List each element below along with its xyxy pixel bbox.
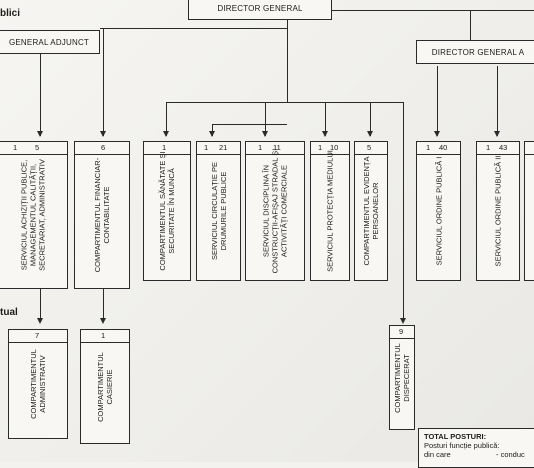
totals-line1: Posturi funcție publică: (424, 441, 500, 450)
section-label-mid: tual (0, 307, 18, 318)
connector (103, 288, 104, 322)
dept-box-evidenta[interactable]: 5 COMPARTIMENTUL EVIDENȚA PERSOANELOR (354, 141, 388, 281)
dept-label: COMPARTIMENTUL CASIERIE (96, 351, 114, 422)
dept-label: COMPARTIMENTUL DISPECERAT (393, 342, 411, 413)
connector (325, 102, 326, 136)
connector (40, 288, 41, 322)
connector (166, 102, 404, 103)
dept-box-circulatie[interactable]: 1 21 SERVICIUL CIRCULAȚIE PE DRUMURILE P… (196, 141, 241, 281)
dept-label: COMPARTIMENTUL EVIDENȚA PERSOANELOR (362, 156, 380, 266)
arrow-icon (494, 131, 500, 137)
arrow-icon (209, 131, 215, 137)
arrow-icon (262, 131, 268, 137)
dept-box-ordine-publica-2[interactable]: 1 43 SERVICIUL ORDINE PUBLICĂ II (476, 141, 520, 281)
totals-box: TOTAL POSTURI: Posturi funcție publică: … (418, 428, 534, 468)
dept-box-ordine-publica-1[interactable]: 1 40 SERVICIUL ORDINE PUBLICĂ I (416, 141, 461, 281)
dept-header: 7 (9, 330, 67, 343)
connector (212, 124, 287, 125)
dept-header (525, 142, 534, 155)
dept-header: 1 10 (311, 142, 349, 155)
connector (470, 10, 471, 40)
arrow-icon (100, 318, 106, 324)
arrow-icon (400, 318, 406, 324)
connector (212, 124, 213, 136)
connector (100, 28, 288, 29)
section-label-top: blici (0, 8, 21, 19)
dept-box-protectia-mediului[interactable]: 1 10 SERVICIUL PROTECȚIA MEDIULUI (310, 141, 350, 281)
dept-box-dispecerat[interactable]: 9 COMPARTIMENTUL DISPECERAT (389, 325, 415, 430)
connector (40, 54, 41, 136)
dept-label: SERVICIUL ORDINE PUBLICĂ I (434, 156, 443, 266)
dept-label: COMPARTIMENTUL SĂNĂTATE ȘI SECURITATE ÎN… (158, 151, 176, 271)
director-general-box[interactable]: DIRECTOR GENERAL (188, 0, 332, 20)
arrow-icon (37, 131, 43, 137)
director-adjunct-left-box[interactable]: GENERAL ADJUNCT (0, 30, 100, 54)
dept-box-partial[interactable] (524, 141, 534, 281)
connector (265, 102, 266, 136)
dept-label: SERVICIUL DISCIPLINA ÎN CONSTRUCȚII-AFIȘ… (261, 148, 289, 274)
dept-header: 1 11 (246, 142, 304, 155)
arrow-icon (322, 131, 328, 137)
dept-box-financiar[interactable]: 6 COMPARTIMENTUL FINANCIAR-CONTABILITATE (74, 141, 130, 289)
connector (403, 102, 404, 318)
connector (166, 102, 167, 136)
dept-header: 1 40 (417, 142, 460, 155)
dept-header: 1 (144, 142, 190, 155)
connector (370, 102, 371, 136)
connector (103, 28, 104, 136)
totals-line2-row: din care - conduc (424, 450, 532, 459)
director-adjunct-right-label: DIRECTOR GENERAL A (431, 47, 525, 57)
dept-header: 1 (81, 330, 129, 343)
dept-label: SERVICIUL ORDINE PUBLICĂ II (493, 155, 503, 267)
totals-title: TOTAL POSTURI: (424, 432, 487, 441)
connector (437, 66, 438, 136)
arrow-icon (37, 318, 43, 324)
dept-header: 1 43 (477, 142, 519, 155)
dept-box-disciplina[interactable]: 1 11 SERVICIUL DISCIPLINA ÎN CONSTRUCȚII… (245, 141, 305, 281)
totals-line2-right: - conduc (496, 450, 525, 459)
dept-header: 9 (390, 326, 414, 339)
connector (332, 10, 534, 11)
dept-header: 1 5 (0, 142, 67, 155)
dept-box-achizitii[interactable]: 1 5 SERVICIUL ACHIZIȚII PUBLICE, MANAGEM… (0, 141, 68, 289)
arrow-icon (434, 131, 440, 137)
dept-box-casierie[interactable]: 1 COMPARTIMENTUL CASIERIE (80, 329, 130, 444)
director-adjunct-left-label: GENERAL ADJUNCT (8, 37, 90, 47)
dept-header: 1 21 (197, 142, 240, 155)
dept-label: COMPARTIMENTUL ADMINISTRATIV (29, 349, 47, 419)
arrow-icon (367, 131, 373, 137)
director-general-label: DIRECTOR GENERAL (217, 3, 303, 13)
dept-label: SERVICIUL ACHIZIȚII PUBLICE, MANAGEMENTU… (19, 159, 47, 271)
dept-box-sanatate[interactable]: 1 COMPARTIMENTUL SĂNĂTATE ȘI SECURITATE … (143, 141, 191, 281)
dept-label: SERVICIUL PROTECȚIA MEDIULUI (325, 150, 335, 272)
totals-line2: din care (424, 450, 451, 459)
dept-box-administrativ[interactable]: 7 COMPARTIMENTUL ADMINISTRATIV (8, 329, 68, 439)
arrow-icon (100, 131, 106, 137)
dept-header: 6 (75, 142, 129, 155)
dept-label: COMPARTIMENTUL FINANCIAR-CONTABILITATE (93, 157, 111, 273)
connector (287, 20, 288, 102)
dept-header: 5 (355, 142, 387, 155)
dept-label: SERVICIUL CIRCULAȚIE PE DRUMURILE PUBLIC… (209, 162, 228, 260)
arrow-icon (163, 131, 169, 137)
director-adjunct-right-box[interactable]: DIRECTOR GENERAL A (416, 40, 534, 64)
connector (497, 66, 498, 136)
